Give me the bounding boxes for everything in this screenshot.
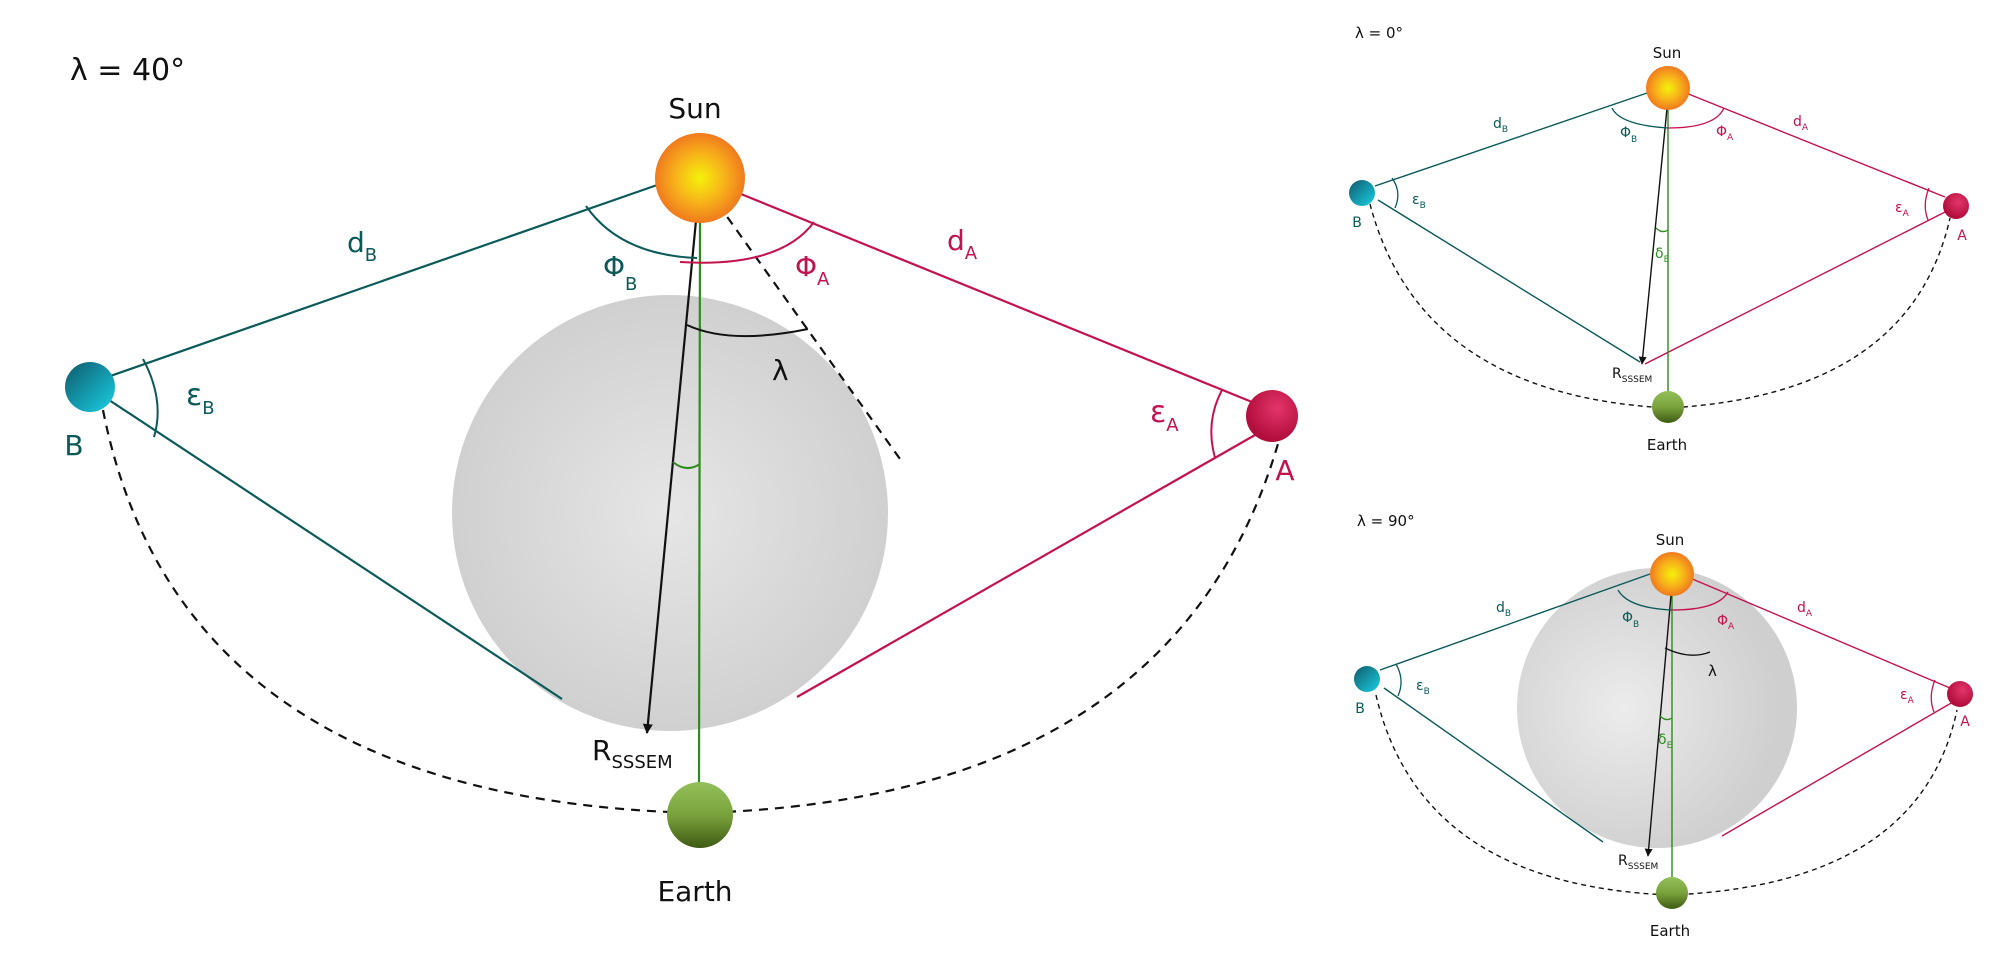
inset-top-earth-body xyxy=(1652,391,1684,423)
earth-body xyxy=(667,782,733,848)
inset-bottom-line-b-sphere xyxy=(1383,687,1604,843)
sun-earth-line xyxy=(697,213,702,786)
inset-bottom-d-a-label: dA xyxy=(1797,600,1813,619)
line-b-sphere xyxy=(105,397,563,700)
sun-label: Sun xyxy=(668,92,721,125)
inset-bottom-orbit-arc xyxy=(1375,694,1958,896)
inset-bottom-epsilon-a-label: εA xyxy=(1900,687,1915,706)
epsilon-a-label: εA xyxy=(1150,395,1179,436)
inset-top-r-sssem-label: RSSSEM xyxy=(1612,366,1652,385)
inset-bottom-lambda-angle-label: λ xyxy=(1708,662,1717,680)
lambda-arc xyxy=(686,324,809,338)
lambda-title: λ = 40° xyxy=(70,53,185,88)
inset-bottom-lambda-arc xyxy=(1664,647,1711,656)
inset-lambda-90: λ = 90° Sun Earth B A dB dA ΦB ΦA λ εB ε… xyxy=(1354,512,1973,940)
inset-top-orbit-arc xyxy=(1369,203,1951,409)
inset-bottom-earth-body xyxy=(1656,877,1688,909)
inset-bottom-d-b-label: dB xyxy=(1496,600,1511,619)
epsilon-b-label: εB xyxy=(186,378,215,419)
inset-top-a-body xyxy=(1943,193,1969,219)
inset-bottom-sun-body xyxy=(1650,552,1694,596)
inset-bottom-sun-label: Sun xyxy=(1656,531,1685,549)
earth-label: Earth xyxy=(657,875,732,908)
r-sssem-label: RSSSEM xyxy=(592,734,673,773)
inset-top-line-b-r xyxy=(1377,199,1641,363)
reference-sphere xyxy=(452,295,888,731)
d-a-label: dA xyxy=(947,224,978,264)
inset-top-phi-b-arc xyxy=(1611,107,1669,129)
inset-top-sun-label: Sun xyxy=(1653,44,1682,62)
tangent-dashed-line xyxy=(717,203,901,460)
b-label: B xyxy=(64,429,83,462)
inset-top-lambda-title: λ = 0° xyxy=(1355,24,1403,42)
main-diagram: λ = 40° Sun Earth B A dB dA ΦB ΦA λ εB ε… xyxy=(64,53,1298,908)
inset-bottom-a-body xyxy=(1947,681,1973,707)
phi-b-arc xyxy=(585,205,698,259)
sun-body xyxy=(655,133,745,223)
inset-bottom-lambda-title: λ = 90° xyxy=(1357,512,1415,530)
line-a-sphere xyxy=(796,430,1263,698)
inset-top-line-a-r xyxy=(1644,210,1948,365)
inset-bottom-b-label: B xyxy=(1355,701,1365,717)
inset-bottom-a-label: A xyxy=(1960,714,1970,730)
inset-bottom-phi-a-arc xyxy=(1671,591,1729,611)
inset-top-delta-arc xyxy=(1655,227,1669,233)
inset-top-epsilon-b-arc xyxy=(1391,177,1399,209)
inset-bottom-earth-label: Earth xyxy=(1650,922,1690,940)
inset-top-epsilon-a-label: εA xyxy=(1895,200,1910,219)
inset-bottom-phi-b-arc xyxy=(1617,589,1673,611)
delta-arc xyxy=(672,461,701,469)
inset-bottom-delta-label: δE xyxy=(1658,732,1673,751)
inset-top-r-sssem-arrow xyxy=(1638,97,1669,365)
inset-top-epsilon-a-arc xyxy=(1924,187,1930,221)
inset-top-phi-a-arc xyxy=(1667,107,1725,129)
epsilon-b-arc xyxy=(142,358,159,438)
inset-top-d-a-label: dA xyxy=(1793,114,1809,133)
inset-bottom-r-sssem-label: RSSSEM xyxy=(1618,853,1658,872)
inset-top-line-sun-b xyxy=(1374,91,1651,187)
inset-top-phi-a-label: ΦA xyxy=(1716,124,1734,143)
inset-top-phi-b-label: ΦB xyxy=(1620,125,1637,145)
inset-top-epsilon-b-label: εB xyxy=(1412,192,1426,211)
r-sssem-arrow xyxy=(642,209,699,734)
inset-bottom-b-body xyxy=(1354,666,1380,692)
inset-top-delta-label: δE xyxy=(1655,246,1670,265)
inset-bottom-r-sssem-arrow xyxy=(1644,583,1673,857)
phi-a-label: ΦA xyxy=(795,250,830,290)
inset-bottom-epsilon-b-arc xyxy=(1395,663,1402,697)
inset-bottom-epsilon-b-label: εB xyxy=(1416,678,1430,697)
inset-bottom-line-sun-a xyxy=(1689,577,1951,689)
inset-top-a-label: A xyxy=(1957,228,1967,244)
inset-bottom-phi-b-label: ΦB xyxy=(1622,610,1639,630)
a-label: A xyxy=(1275,454,1294,487)
inset-bottom-epsilon-a-arc xyxy=(1930,679,1936,713)
inset-bottom-reference-sphere xyxy=(1517,568,1797,848)
inset-top-earth-label: Earth xyxy=(1647,436,1687,454)
point-b-body xyxy=(65,362,115,412)
line-sun-b xyxy=(95,182,661,383)
line-sun-a xyxy=(735,190,1253,404)
d-b-label: dB xyxy=(347,226,377,266)
point-a-body xyxy=(1246,390,1298,442)
phi-a-arc xyxy=(679,221,815,264)
inset-bottom-phi-a-label: ΦA xyxy=(1717,613,1735,632)
epsilon-a-arc xyxy=(1210,389,1223,459)
inset-bottom-line-sun-b xyxy=(1379,573,1651,671)
inset-lambda-0: λ = 0° Sun Earth B A dB dA ΦB ΦA εB εA δ… xyxy=(1349,24,1969,454)
lambda-angle-label: λ xyxy=(772,354,789,387)
inset-bottom-delta-arc xyxy=(1659,715,1673,721)
inset-top-sun-body xyxy=(1646,66,1690,110)
inset-top-b-body xyxy=(1349,180,1375,206)
inset-top-b-label: B xyxy=(1352,215,1362,231)
phi-b-label: ΦB xyxy=(603,250,637,295)
inset-bottom-line-a-sphere xyxy=(1721,701,1954,837)
inset-top-d-b-label: dB xyxy=(1493,116,1508,135)
inset-top-line-sun-a xyxy=(1685,92,1946,198)
